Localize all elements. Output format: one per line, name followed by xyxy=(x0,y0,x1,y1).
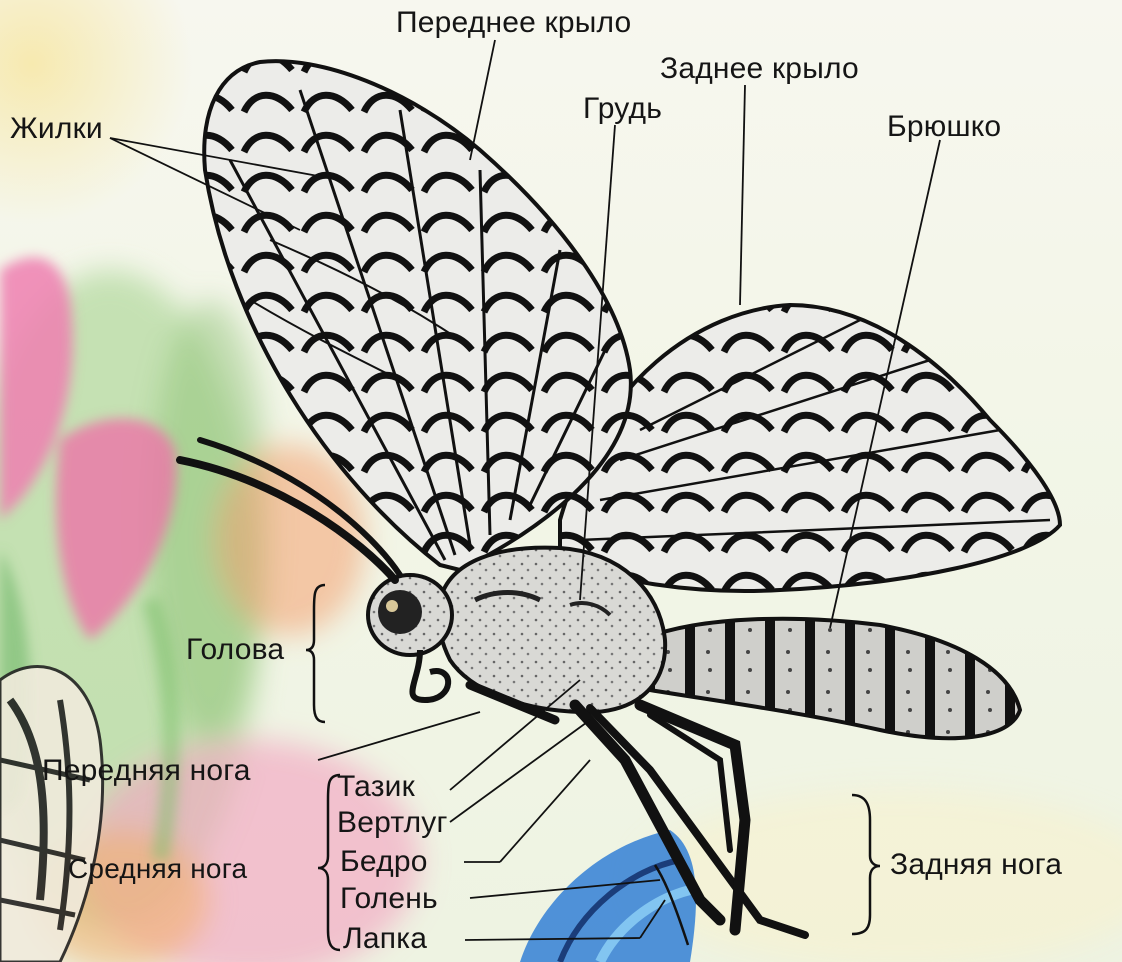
leader-front-wing xyxy=(470,40,495,160)
leader-tarsus-1 xyxy=(465,938,640,940)
label-thorax: Грудь xyxy=(583,92,662,126)
label-tibia: Голень xyxy=(340,882,438,916)
label-middle-leg: Средняя нога xyxy=(68,852,247,886)
label-hind-leg: Задняя нога xyxy=(890,848,1062,882)
leader-front-leg xyxy=(318,712,480,760)
label-front-wing: Переднее крыло xyxy=(396,6,631,40)
leader-tarsus-2 xyxy=(640,900,665,938)
label-abdomen: Брюшко xyxy=(887,110,1001,144)
brace-hind-leg xyxy=(852,795,880,934)
hind-wing xyxy=(560,305,1060,591)
leader-tibia xyxy=(470,880,660,898)
abdomen xyxy=(640,619,1020,738)
label-femur: Бедро xyxy=(340,845,428,879)
legs xyxy=(470,685,805,935)
leader-trochanter xyxy=(450,720,590,822)
label-trochanter: Вертлуг xyxy=(337,806,448,840)
label-veins: Жилки xyxy=(10,112,103,146)
fore-wing xyxy=(204,61,631,570)
label-tarsus: Лапка xyxy=(343,922,427,956)
head xyxy=(368,575,452,700)
label-coxa: Тазик xyxy=(337,770,415,804)
label-front-leg: Передняя нога xyxy=(42,754,251,788)
label-hind-wing: Заднее крыло xyxy=(660,52,859,86)
leader-hind-wing xyxy=(740,85,745,305)
brace-head xyxy=(306,585,325,722)
label-head: Голова xyxy=(186,633,284,667)
